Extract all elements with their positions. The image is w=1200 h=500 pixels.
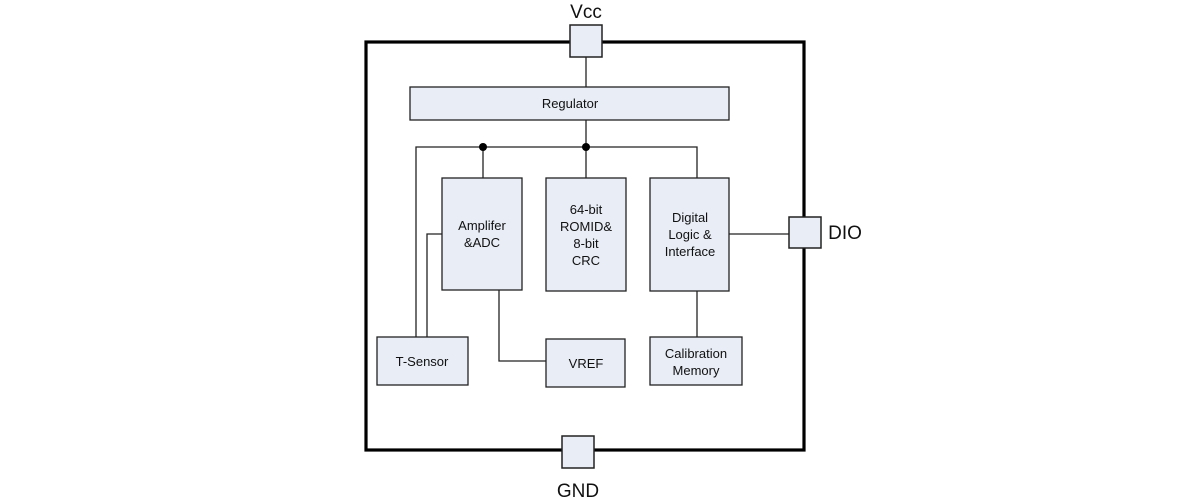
digital-logic-block: Digital Logic & Interface: [649, 177, 730, 292]
regulator-box: [409, 86, 730, 121]
tsensor-block: T-Sensor: [376, 336, 469, 386]
wire-amplifier-vref: [498, 290, 546, 362]
regulator-label: Regulator: [542, 96, 599, 111]
vcc-label: Vcc: [570, 2, 602, 23]
romid-label-line: 8-bit: [573, 236, 599, 251]
junction-dot: [582, 143, 590, 151]
calibration-memory-label-line: Memory: [673, 363, 720, 378]
gnd-label: GND: [557, 481, 599, 500]
calibration-memory-block: Calibration Memory: [649, 336, 743, 386]
digital-logic-box: [649, 177, 730, 292]
vref-block: VREF: [545, 338, 626, 388]
romid-label-line: ROMID&: [560, 219, 612, 234]
calibration-memory-label-line: Calibration: [665, 346, 727, 361]
gnd-pad: [561, 435, 595, 469]
wires: [415, 57, 789, 362]
digital-logic-label-line: Interface: [665, 244, 716, 259]
vref-label: VREF: [569, 356, 604, 371]
amplifier-label-line: &ADC: [464, 235, 500, 250]
dio-label: DIO: [828, 223, 862, 244]
calibration-memory-box: [649, 336, 743, 386]
regulator-block: Regulator: [409, 86, 730, 121]
romid-box: [545, 177, 627, 292]
wire-power-bus: [415, 146, 698, 337]
digital-logic-label-line: Digital: [672, 210, 708, 225]
romid-label-line: 64-bit: [570, 202, 603, 217]
romid-label-line: CRC: [572, 253, 600, 268]
amplifier-label-line: Amplifer: [458, 218, 506, 233]
tsensor-label: T-Sensor: [396, 354, 449, 369]
junction-dot: [479, 143, 487, 151]
tsensor-box: [376, 336, 469, 386]
wire-tsensor-amplifier: [426, 233, 442, 337]
amplifier-box: [441, 177, 523, 291]
vcc-pad: [569, 24, 603, 58]
dio-pad: [788, 216, 822, 249]
vref-box: [545, 338, 626, 388]
romid-block: 64-bit ROMID& 8-bit CRC: [545, 177, 627, 292]
digital-logic-label-line: Logic &: [668, 227, 712, 242]
amplifier-block: Amplifer &ADC: [441, 177, 523, 291]
